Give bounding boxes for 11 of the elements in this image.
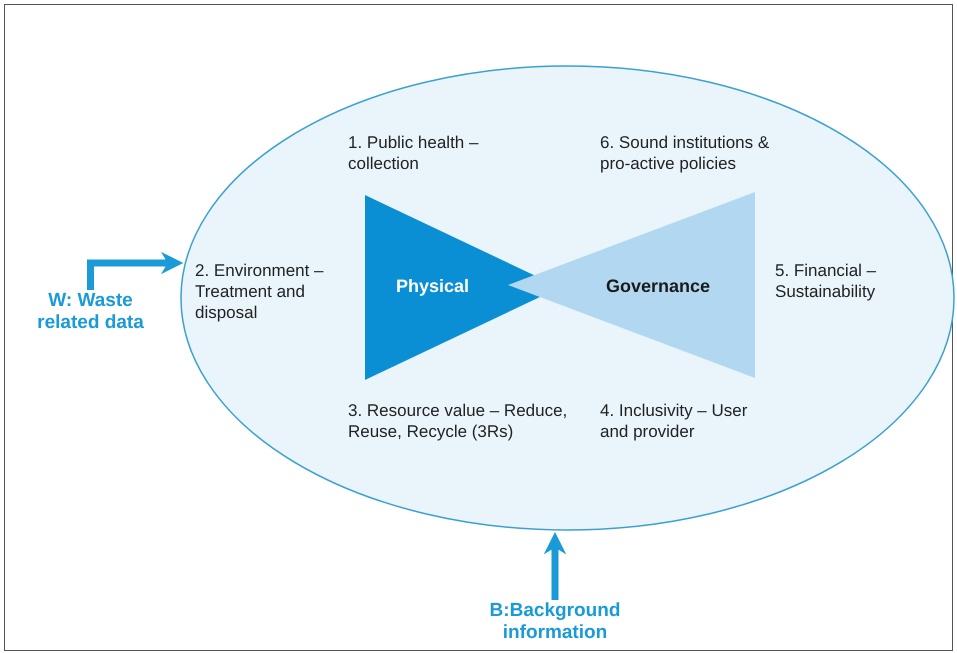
category-label: 2. Environment – Treatment and disposal [195, 260, 325, 323]
source-label: B:Background information [488, 600, 622, 644]
category-label: 4. Inclusivity – User and provider [600, 400, 748, 442]
category-label: 5. Financial – Sustainability [775, 260, 878, 302]
shape-label: Physical [394, 275, 470, 297]
shape-label: Governance [604, 275, 712, 297]
arrow [544, 532, 566, 600]
category-label: 1. Public health – collection [348, 132, 480, 174]
category-label: 3. Resource value – Reduce, Reuse, Recycle (3Rs) [348, 400, 568, 442]
source-label: W: Waste related data [36, 290, 145, 334]
category-label: 6. Sound institutions & pro-active policies [600, 132, 770, 174]
